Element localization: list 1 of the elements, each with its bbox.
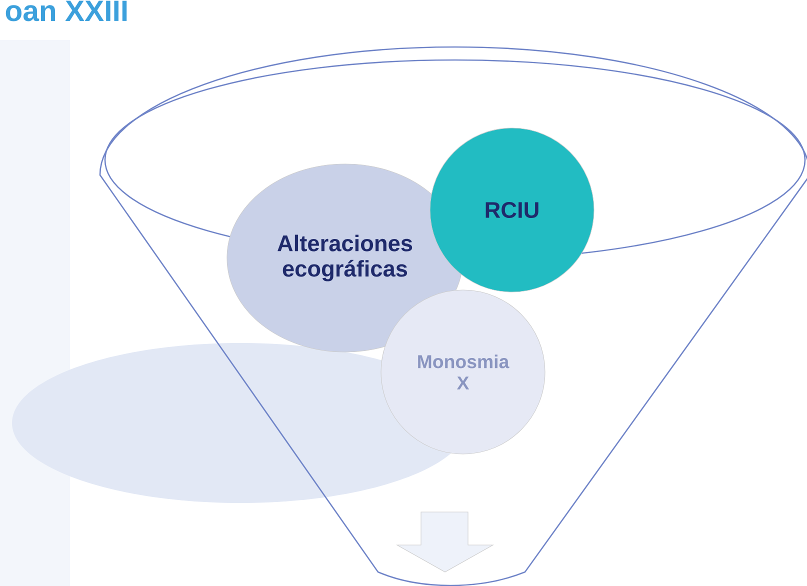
title: oan XXIII <box>6 0 127 22</box>
